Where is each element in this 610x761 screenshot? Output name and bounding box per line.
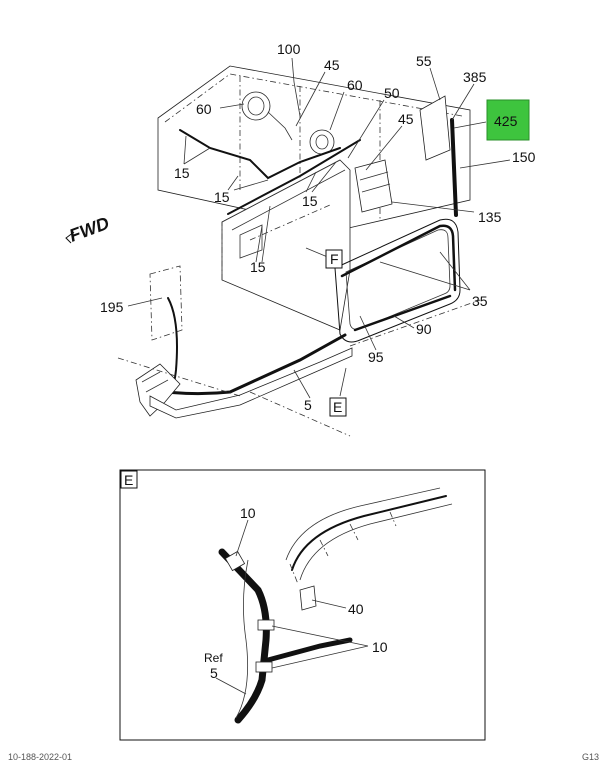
callout-15-b[interactable]: 15 bbox=[214, 189, 230, 205]
upper-harness bbox=[179, 129, 341, 180]
clamp-lower bbox=[255, 661, 273, 673]
callout-35[interactable]: 35 bbox=[472, 293, 488, 309]
detail-callout-10-right[interactable]: 10 bbox=[372, 639, 388, 655]
junction-bracket bbox=[419, 95, 451, 161]
callout-50[interactable]: 50 bbox=[384, 85, 400, 101]
callout-60-left[interactable]: 60 bbox=[196, 101, 212, 117]
fwd-label: FWD bbox=[67, 213, 112, 246]
view-e-label: E bbox=[333, 399, 342, 415]
connector-cluster bbox=[135, 363, 181, 417]
view-f-label: F bbox=[330, 251, 339, 267]
box-top-harness bbox=[227, 139, 361, 215]
callout-15-d[interactable]: 15 bbox=[250, 259, 266, 275]
floor-reference-lines bbox=[117, 299, 481, 437]
detail-leader-lines bbox=[215, 519, 369, 695]
callout-100[interactable]: 100 bbox=[277, 41, 301, 57]
callout-95[interactable]: 95 bbox=[368, 349, 384, 365]
detail-guide-outline bbox=[235, 559, 249, 719]
callout-195[interactable]: 195 bbox=[100, 299, 124, 315]
connector-details bbox=[141, 371, 169, 393]
leader-lines bbox=[127, 57, 511, 399]
main-illustration: FWD bbox=[65, 41, 536, 437]
callout-60-right[interactable]: 60 bbox=[347, 77, 363, 93]
box-module bbox=[239, 224, 263, 259]
footer-right: G13 bbox=[582, 752, 599, 761]
box-top-edge bbox=[221, 159, 346, 231]
relay-details bbox=[359, 171, 391, 193]
callout-45-upper[interactable]: 45 bbox=[324, 57, 340, 73]
clamp-middle bbox=[257, 619, 275, 631]
bracket-40 bbox=[299, 585, 317, 611]
door-frame-inner bbox=[345, 229, 451, 330]
clamp-top bbox=[224, 550, 246, 572]
duct-outer bbox=[285, 487, 441, 561]
highlight-box bbox=[486, 99, 530, 141]
detail-callout-5[interactable]: 5 bbox=[210, 665, 218, 681]
forward-arrow-icon bbox=[65, 231, 75, 244]
detail-callout-10-top[interactable]: 10 bbox=[240, 505, 256, 521]
detail-label-box bbox=[120, 470, 138, 489]
view-f-marker[interactable]: F bbox=[325, 249, 343, 269]
callout-425[interactable]: 425 bbox=[494, 113, 518, 129]
detail-branch-harness bbox=[265, 637, 353, 663]
duct-harness bbox=[291, 495, 447, 571]
callout-150[interactable]: 150 bbox=[512, 149, 536, 165]
callout-135[interactable]: 135 bbox=[478, 209, 502, 225]
callout-385[interactable]: 385 bbox=[463, 69, 487, 85]
lamp-left bbox=[241, 91, 293, 141]
duct-inner bbox=[299, 503, 453, 581]
detail-callout-40[interactable]: 40 bbox=[348, 601, 364, 617]
callout-55[interactable]: 55 bbox=[416, 53, 432, 69]
detail-view-label: E bbox=[124, 472, 133, 488]
footer-left: 10-188-2022-01 bbox=[8, 752, 72, 761]
callout-15-c[interactable]: 15 bbox=[302, 193, 318, 209]
detail-main-harness bbox=[218, 548, 270, 724]
relay-cluster bbox=[354, 159, 393, 213]
callout-5[interactable]: 5 bbox=[304, 397, 312, 413]
box-hidden-lines bbox=[221, 204, 331, 280]
callout-45-lower[interactable]: 45 bbox=[398, 111, 414, 127]
left-panel-outline bbox=[149, 265, 183, 341]
door-seal-harness bbox=[340, 224, 457, 332]
callout-425-highlight[interactable]: 425 bbox=[486, 99, 530, 141]
view-e-marker[interactable]: E bbox=[329, 397, 347, 417]
floor-channel bbox=[149, 347, 353, 419]
door-frame-outer bbox=[334, 218, 461, 343]
forward-direction-indicator: FWD bbox=[65, 213, 112, 246]
vertical-harness bbox=[450, 118, 458, 217]
detail-ref-label: Ref bbox=[204, 651, 223, 665]
detail-view-e: E 10 40 10 Ref 5 bbox=[119, 469, 486, 741]
callout-90[interactable]: 90 bbox=[416, 321, 432, 337]
callout-15-a[interactable]: 15 bbox=[174, 165, 190, 181]
